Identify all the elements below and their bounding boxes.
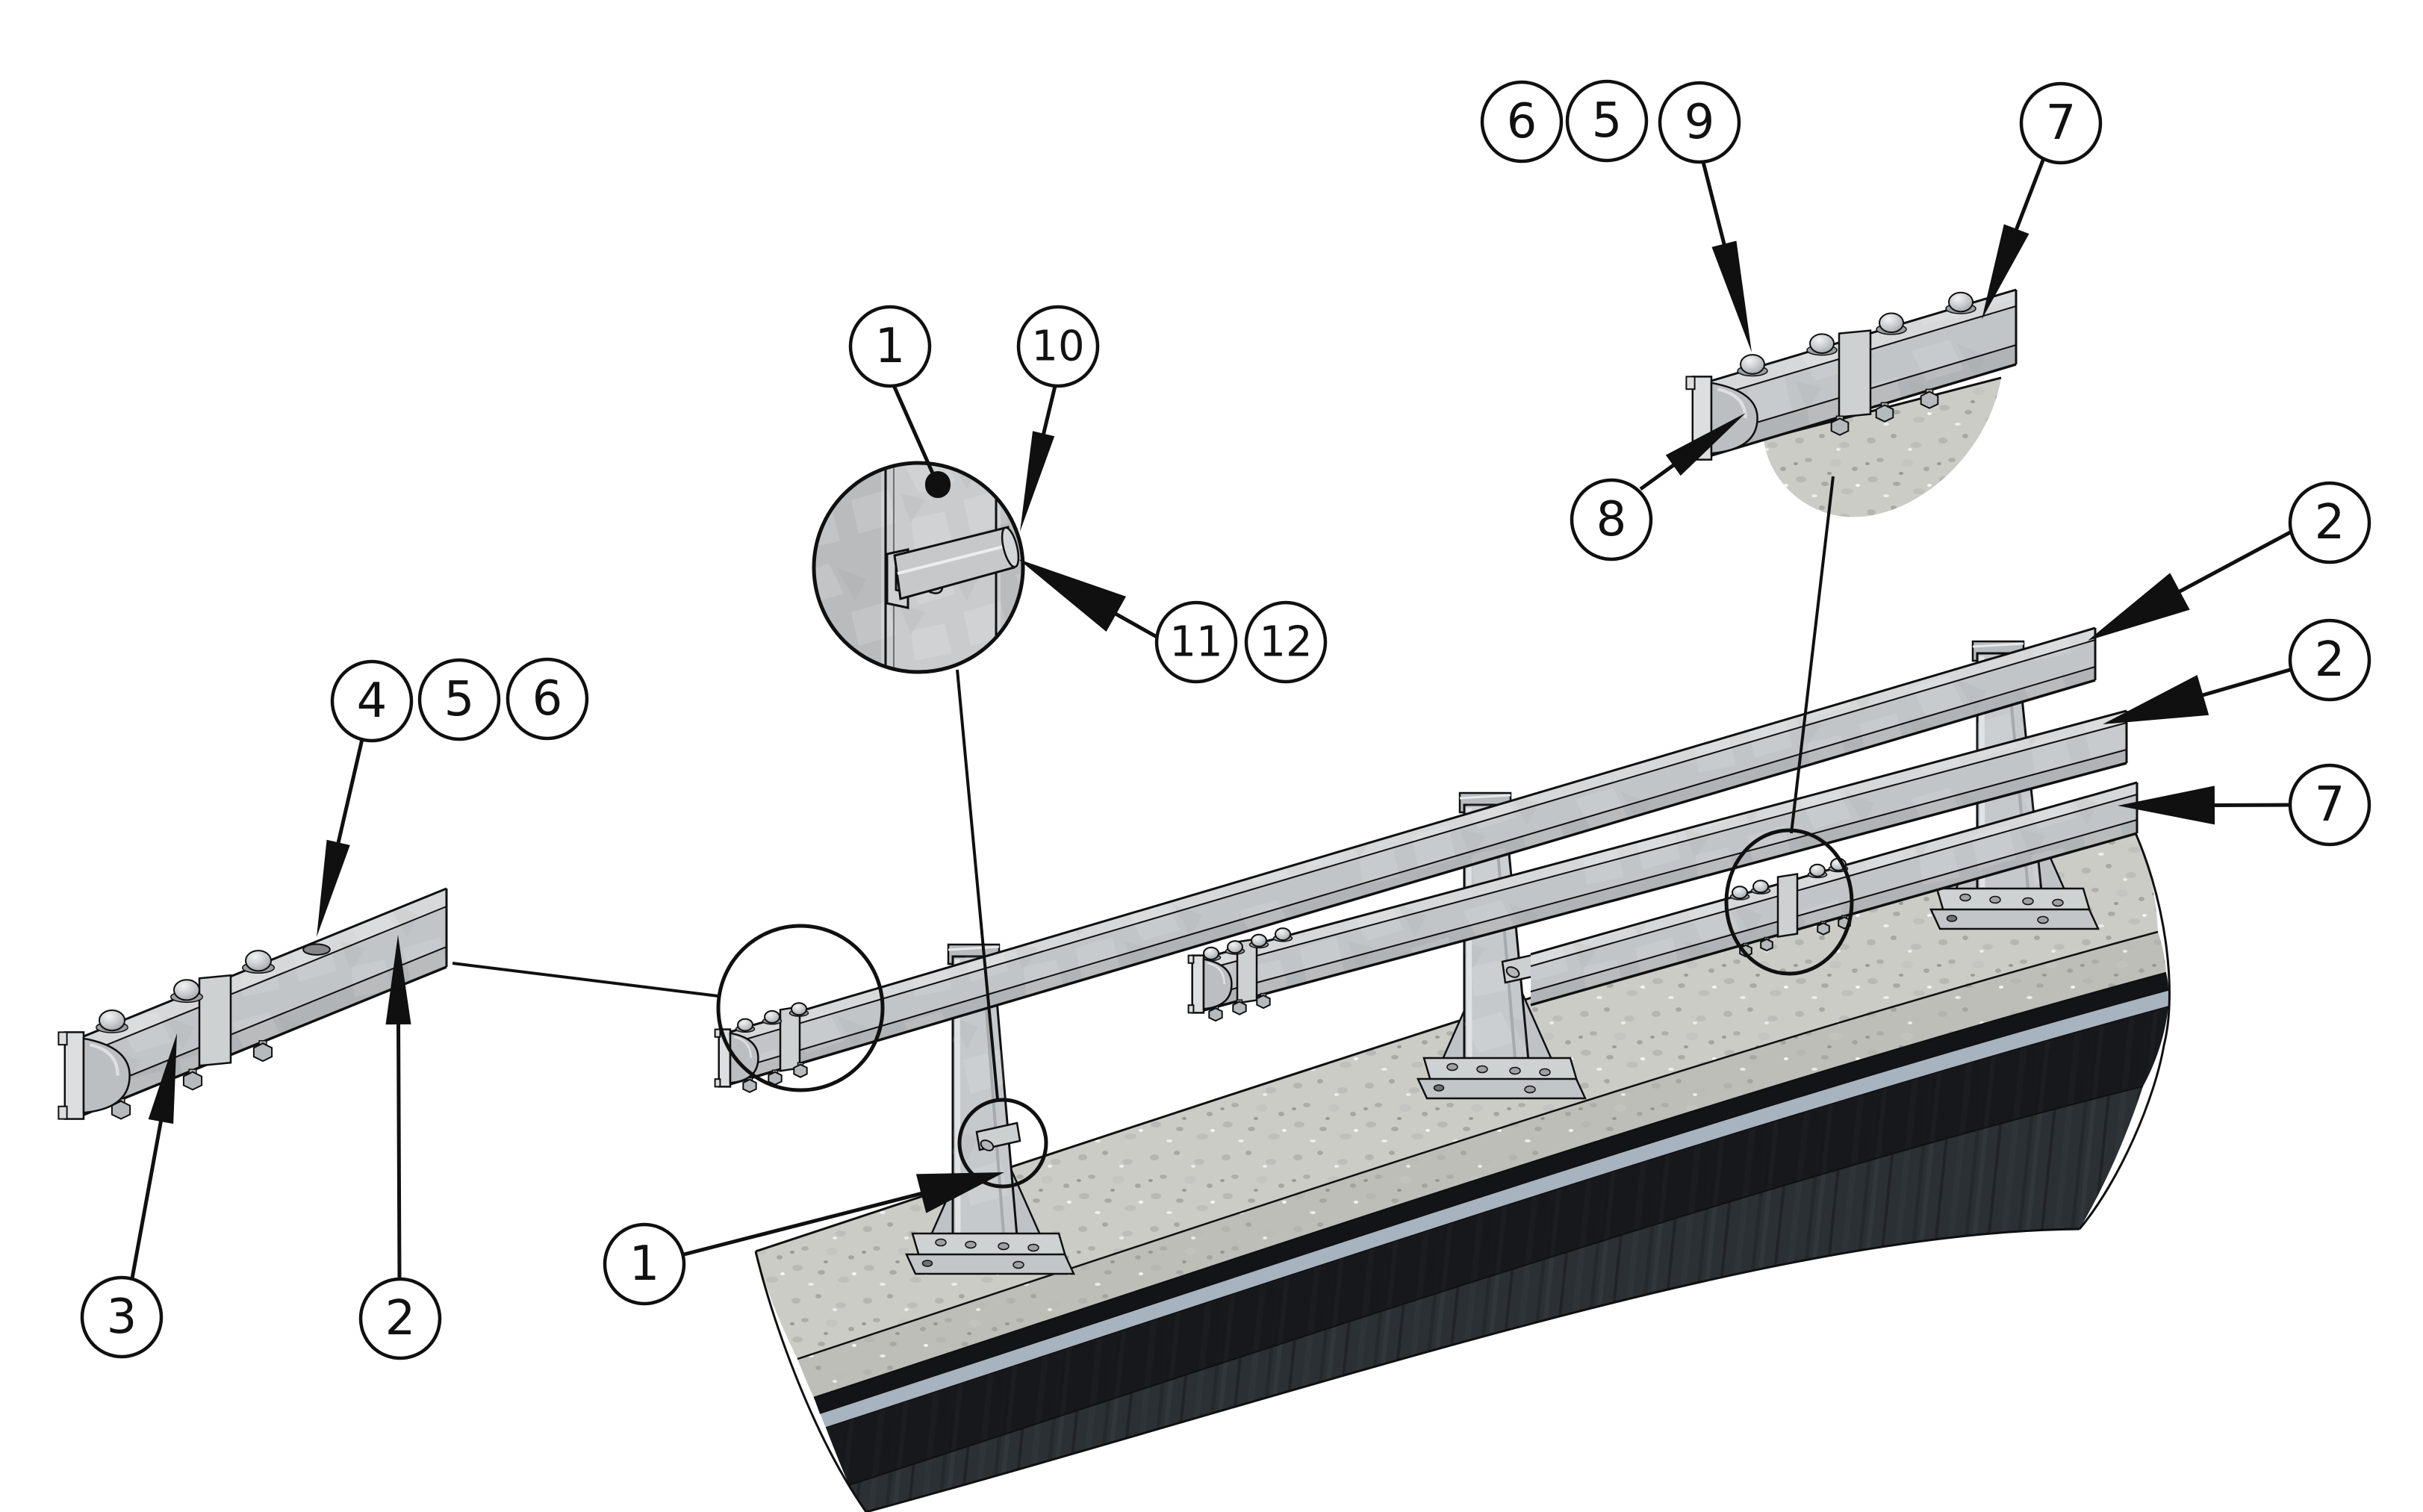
callout-1: 1 [603, 1222, 686, 1306]
to-4-line [335, 738, 364, 849]
callout-number-2: 2 [385, 1291, 416, 1346]
callout-2: 2 [358, 1277, 442, 1360]
callout-number-11: 11 [1169, 618, 1222, 667]
callout-2: 2 [2288, 618, 2371, 702]
to-9-line [1701, 161, 1728, 251]
to-7tr-arrowhead [1982, 224, 2029, 320]
callout-1: 1 [848, 305, 932, 388]
callout-number-2: 2 [2315, 632, 2345, 688]
deck-asphalt-upper [814, 973, 2168, 1413]
detail-bottom-rail-splice [1685, 288, 2018, 461]
callout-5: 5 [1565, 79, 1649, 163]
to-2b-line [2197, 668, 2291, 699]
callout-number-10: 10 [1031, 323, 1084, 371]
detail-circle-3 [1724, 828, 1854, 976]
to-7tr-line [2012, 158, 2046, 236]
to-7r-arrowhead [2118, 785, 2215, 825]
detail-top-rail-start [57, 887, 448, 1120]
callout-7: 7 [2019, 81, 2103, 165]
callout-7: 7 [2288, 763, 2371, 847]
bottom-rail [1530, 781, 2139, 1007]
post-connector-detail [814, 463, 1023, 672]
callout-number-2: 2 [2315, 495, 2345, 550]
to-11-12-arrowhead [1018, 559, 1127, 632]
magnify-links [452, 476, 1854, 1189]
callout-12: 12 [1244, 600, 1328, 684]
detail-circle-2 [957, 1098, 1048, 1189]
callout-number-1: 1 [875, 319, 906, 374]
to-4-arrowhead [317, 839, 350, 937]
to-1b-line [683, 1190, 927, 1257]
callout-number-7: 7 [2046, 96, 2077, 151]
hole-marker-dot [925, 473, 951, 498]
leader-lines [130, 158, 2292, 1280]
callout-4: 4 [330, 659, 414, 743]
middle-rail [1187, 709, 2128, 1022]
to-2l-arrowhead [385, 935, 411, 1025]
to-10-line [1040, 385, 1057, 441]
callout-number-8: 8 [1596, 492, 1627, 547]
callout-number-6: 6 [532, 671, 563, 727]
callout-number-9: 9 [1685, 95, 1715, 150]
callout-9: 9 [1658, 81, 1741, 164]
callout-11: 11 [1154, 600, 1238, 684]
callout-6: 6 [506, 657, 589, 741]
callout-number-7: 7 [2315, 777, 2345, 833]
big-detail-circle [812, 461, 1025, 674]
callout-5: 5 [417, 658, 501, 741]
callout-number-12: 12 [1259, 618, 1312, 667]
to-3-arrowhead [148, 1033, 177, 1124]
to-2b-arrowhead [2103, 675, 2209, 724]
callout-number-6: 6 [1507, 94, 1537, 149]
callout-3: 3 [80, 1275, 164, 1359]
post-base-connector [975, 1121, 1021, 1151]
callout-2: 2 [2288, 481, 2371, 564]
callout-number-5: 5 [444, 672, 475, 727]
top-rail [714, 626, 2097, 1093]
to-11-12-line [1110, 609, 1160, 640]
to-2a-line [2174, 530, 2292, 596]
to-2a-arrowhead [2088, 573, 2190, 641]
detail-circle-1 [716, 924, 885, 1092]
to-1b-arrowhead [915, 1172, 1004, 1213]
callout-8: 8 [1570, 478, 1653, 561]
callout-number-4: 4 [357, 673, 388, 729]
to-8-line [1639, 460, 1679, 491]
callout-number-1: 1 [629, 1236, 660, 1292]
callout-10: 10 [1016, 305, 1100, 388]
to-8-arrowhead [1665, 413, 1746, 476]
to-2l-line [396, 1018, 402, 1280]
callout-number-5: 5 [1592, 93, 1623, 149]
to-9-arrowhead [1711, 240, 1752, 352]
callout-6: 6 [1480, 80, 1564, 164]
to-10-arrowhead [1020, 431, 1055, 532]
to-3-line [130, 1115, 164, 1279]
callout-number-3: 3 [107, 1289, 137, 1345]
